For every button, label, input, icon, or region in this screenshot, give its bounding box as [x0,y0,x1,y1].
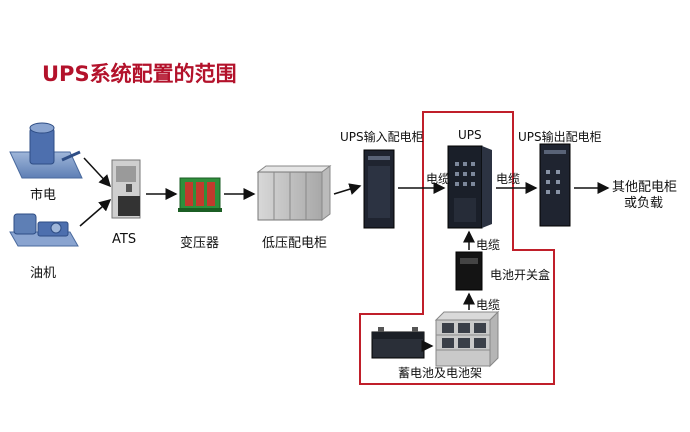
label-battery-switch-box: 电池开关盒 [490,268,551,282]
arrow-mains-to-ats [83,157,112,188]
label-ups-input-cabinet: UPS输入配电柜 [340,130,424,144]
battery-switch-box-icon [455,251,483,291]
ats-icon [111,159,141,219]
ups-cabinet-icon [447,145,492,229]
mains-icon [9,122,83,179]
label-cable-ups-to-output: 电缆 [496,172,521,186]
label-other-load-line1: 其他配电柜 [612,180,678,195]
battery-rack-icon [434,310,500,368]
label-cable-input-to-ups: 电缆 [426,172,451,186]
label-ups-output-cabinet: UPS输出配电柜 [518,130,602,144]
label-ats: ATS [112,232,137,247]
label-cable-ups-to-switch: 电缆 [476,238,501,252]
label-ups: UPS [458,128,482,142]
label-battery-rack: 蓄电池及电池架 [398,366,483,380]
label-lv-cabinet: 低压配电柜 [262,236,328,251]
ups-input-cabinet-icon [363,149,395,229]
ups-scope-border [359,111,555,385]
label-other-load-line2: 或负载 [624,196,664,211]
label-generator: 油机 [30,266,57,281]
transformer-icon [178,177,222,212]
lv-cabinet-icon [256,165,332,221]
label-cable-switch-to-battery: 电缆 [476,298,501,312]
battery-icon [371,327,425,359]
generator-icon [9,213,79,247]
label-mains: 市电 [30,188,57,203]
arrow-lv-to-upsinput [333,183,362,195]
label-transformer: 变压器 [180,236,220,251]
arrow-generator-to-ats [79,199,112,227]
page-title: UPS系统配置的范围 [42,62,237,86]
ups-output-cabinet-icon [539,143,571,227]
